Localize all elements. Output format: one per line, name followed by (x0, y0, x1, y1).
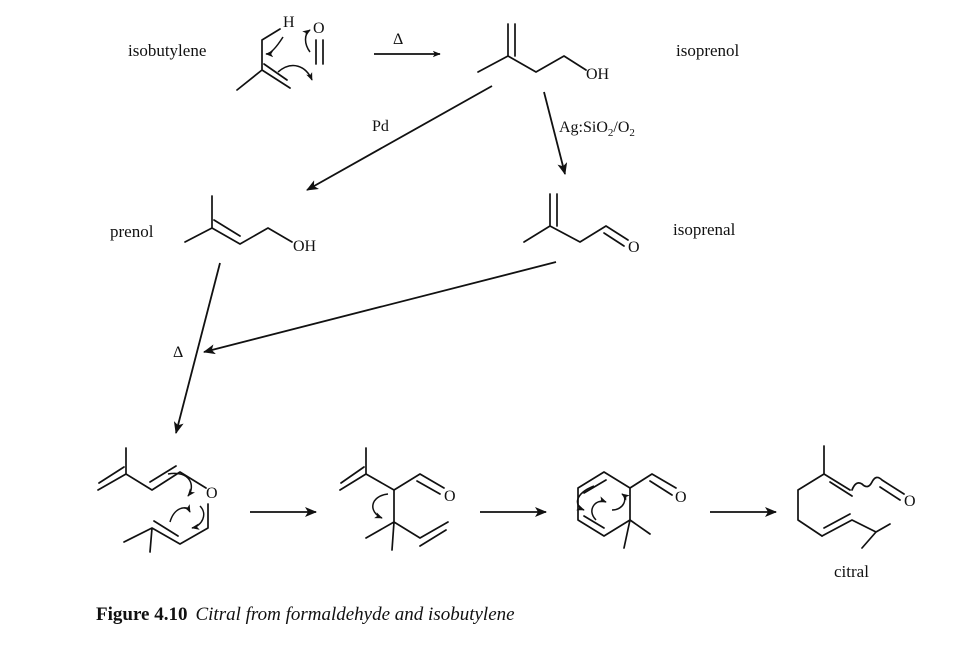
reaction-arrow (173, 262, 221, 434)
citral-structure: O citral (797, 445, 916, 581)
reaction-arrow (543, 91, 568, 175)
palladium-condition: Pd (372, 118, 389, 135)
curly-arrow (265, 36, 284, 58)
claisen-product-structure: O (339, 447, 456, 551)
oxygen-label: O (904, 493, 916, 510)
oxygen-label: O (675, 489, 687, 506)
curly-arrow (591, 496, 607, 521)
oxygen-label: O (628, 239, 640, 256)
hydrogen-label: H (283, 14, 295, 31)
figure-caption: Figure 4.10 Citral from formaldehyde and … (96, 604, 515, 626)
curly-arrow (611, 493, 630, 511)
curly-arrow (372, 493, 389, 519)
hydroxyl-label: OH (293, 238, 317, 255)
oxidation-condition: Ag:SiO2/O2 (559, 119, 635, 139)
prenol-label: prenol (110, 222, 154, 241)
curly-arrow (169, 504, 191, 523)
isoprenal-structure: O isoprenal (523, 193, 736, 256)
reaction-arrow (306, 85, 493, 191)
curly-arrow (167, 472, 195, 497)
oxygen-label: O (444, 488, 456, 505)
prenol-structure: prenol OH (110, 195, 317, 255)
dienyl-ether-structure: O (97, 447, 218, 553)
hydroxyl-label: OH (586, 66, 610, 83)
cope-intermediate-structure: O (576, 471, 687, 549)
isobutylene-structure: isobutylene H O (128, 14, 325, 91)
figure-number: Figure 4.10 (96, 604, 188, 625)
isobutylene-label: isobutylene (128, 41, 206, 60)
curly-arrow (576, 485, 595, 511)
isoprenol-structure: OH isoprenol (477, 23, 740, 83)
reaction-arrow (203, 261, 557, 355)
figure-title: Citral from formaldehyde and isobutylene (195, 604, 515, 625)
curly-arrow (277, 64, 313, 81)
isoprenal-label: isoprenal (673, 220, 736, 239)
curly-arrow (191, 505, 205, 530)
citral-label: citral (834, 562, 869, 581)
oxygen-label: O (206, 485, 218, 502)
heat-condition: Δ (393, 31, 403, 48)
heat-condition: Δ (173, 344, 183, 361)
oxygen-label: O (313, 20, 325, 37)
curly-arrow (302, 29, 311, 53)
isoprenol-label: isoprenol (676, 41, 740, 60)
